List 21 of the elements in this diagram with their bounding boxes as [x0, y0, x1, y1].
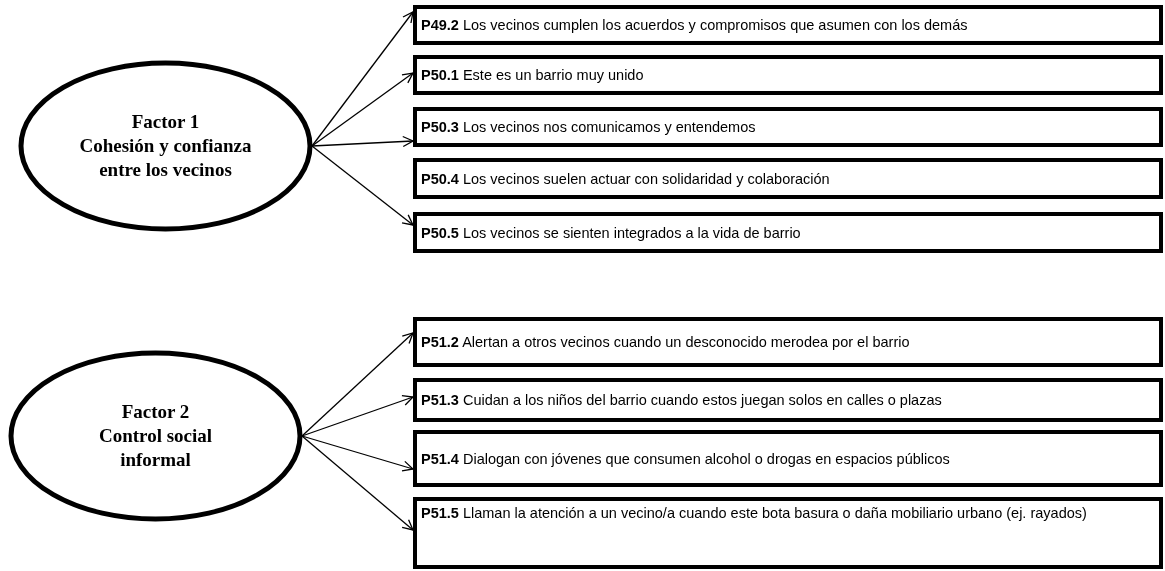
item-box: P51.3 Cuidan a los niños del barrio cuando estos juegan solos en calles o plazas	[413, 378, 1163, 422]
arrow	[301, 435, 414, 472]
arrow	[301, 394, 414, 437]
factor-title: Factor 2	[121, 400, 190, 424]
arrow	[301, 332, 414, 437]
arrow	[301, 435, 414, 531]
item-box: P50.5 Los vecinos se sienten integrados a la vida de barrio	[413, 212, 1163, 253]
item-box: P51.2 Alertan a otros vecinos cuando un desconocido merodea por el barrio	[413, 317, 1163, 367]
factor-name: Cohesión y confianza entre los vecinos	[78, 134, 253, 182]
item-box: P49.2 Los vecinos cumplen los acuerdos y compromisos que asumen con los demás	[413, 5, 1163, 45]
arrow	[311, 145, 414, 226]
item-box: P51.4 Dialogan con jóvenes que consumen alcohol o drogas en espacios públicos	[413, 430, 1163, 487]
arrow	[311, 72, 414, 147]
arrow	[311, 11, 414, 147]
factor-title: Factor 1	[131, 110, 200, 134]
factor-name: Control social informal	[97, 424, 214, 472]
item-box: P50.4 Los vecinos suelen actuar con solidaridad y colaboración	[413, 158, 1163, 199]
item-box: P51.5 Llaman la atención a un vecino/a cuando este bota basura o daña mobiliario urbano (ej. rayados)	[413, 497, 1163, 569]
item-box: P50.3 Los vecinos nos comunicamos y entendemos	[413, 107, 1163, 147]
item-box: P50.1 Este es un barrio muy unido	[413, 55, 1163, 95]
arrow	[311, 135, 414, 148]
